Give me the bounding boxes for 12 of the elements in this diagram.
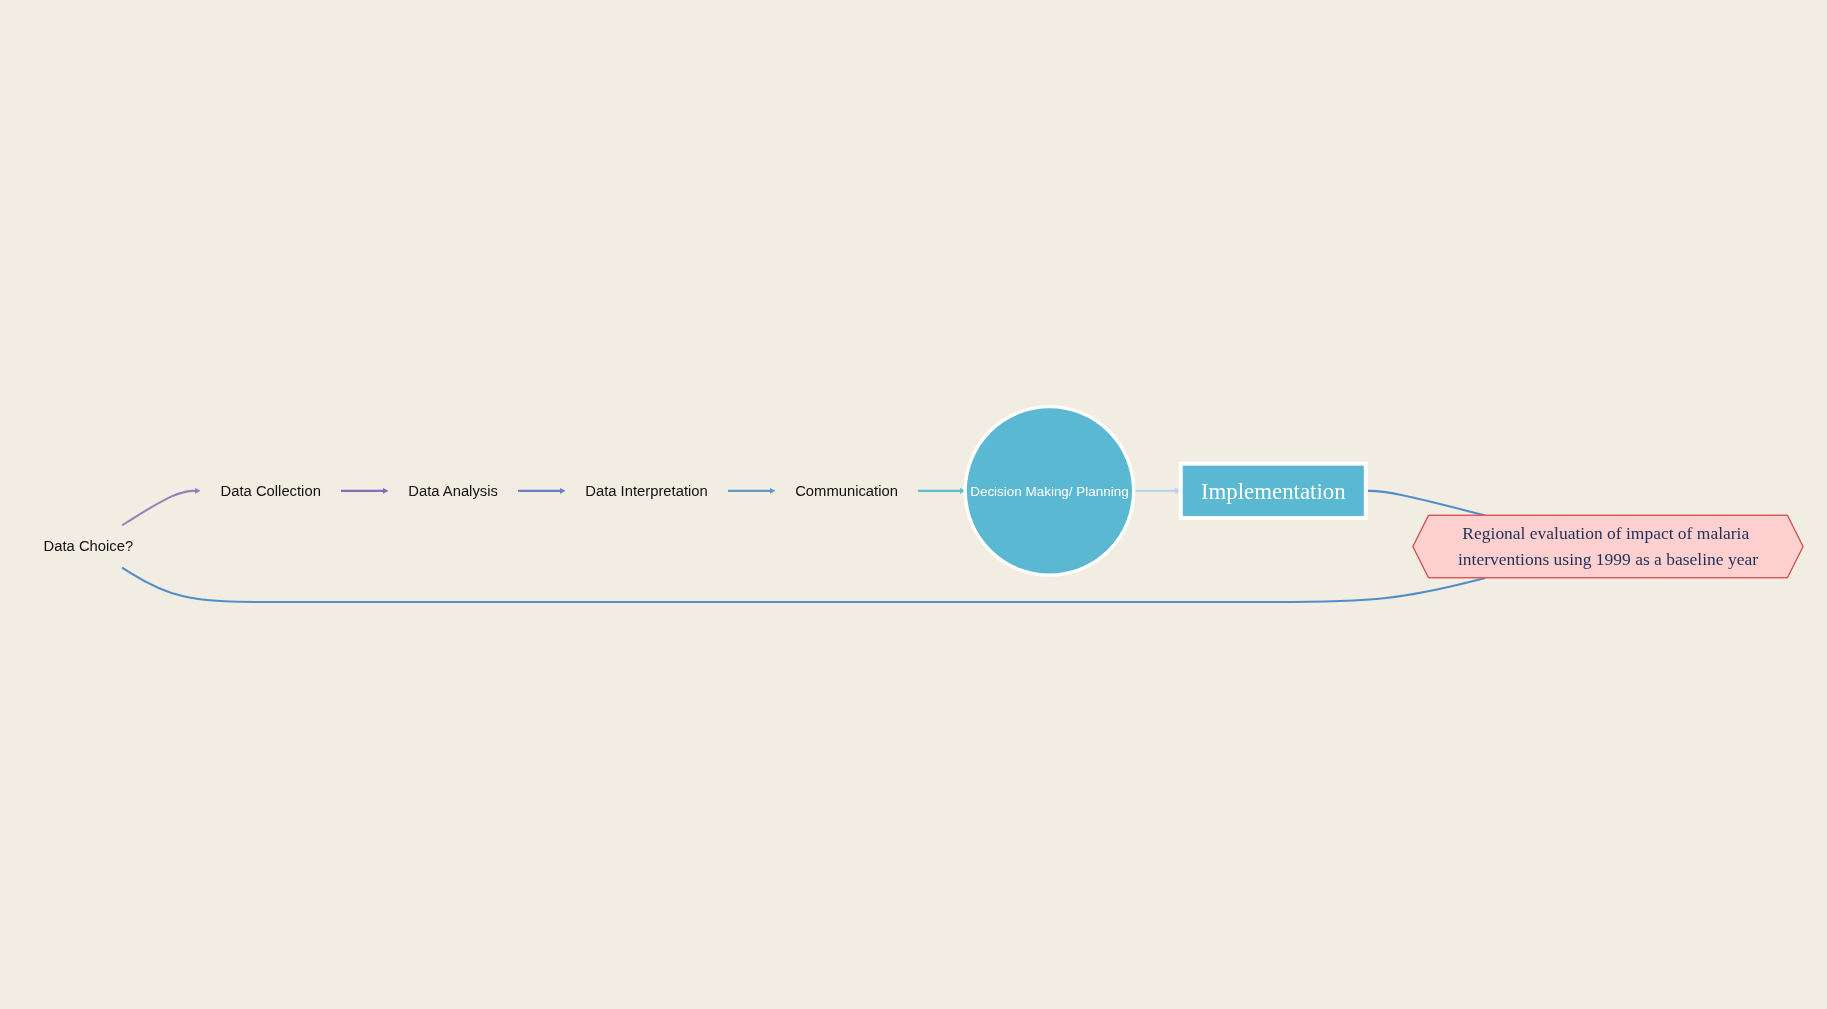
node-text: Data Analysis <box>408 482 499 500</box>
node-box: Implementation <box>1179 461 1369 521</box>
node-text: Communication <box>795 482 899 500</box>
node-text: Data Collection <box>220 482 322 500</box>
node-circle: Decision Making/ Planning <box>963 405 1136 577</box>
connector <box>121 566 1486 604</box>
arrow <box>341 488 389 494</box>
arrow <box>728 488 776 494</box>
arrow <box>121 488 201 527</box>
node-text: Data Interpretation <box>585 482 709 500</box>
node-text: Data Choice? <box>43 538 134 556</box>
arrow <box>518 488 566 494</box>
